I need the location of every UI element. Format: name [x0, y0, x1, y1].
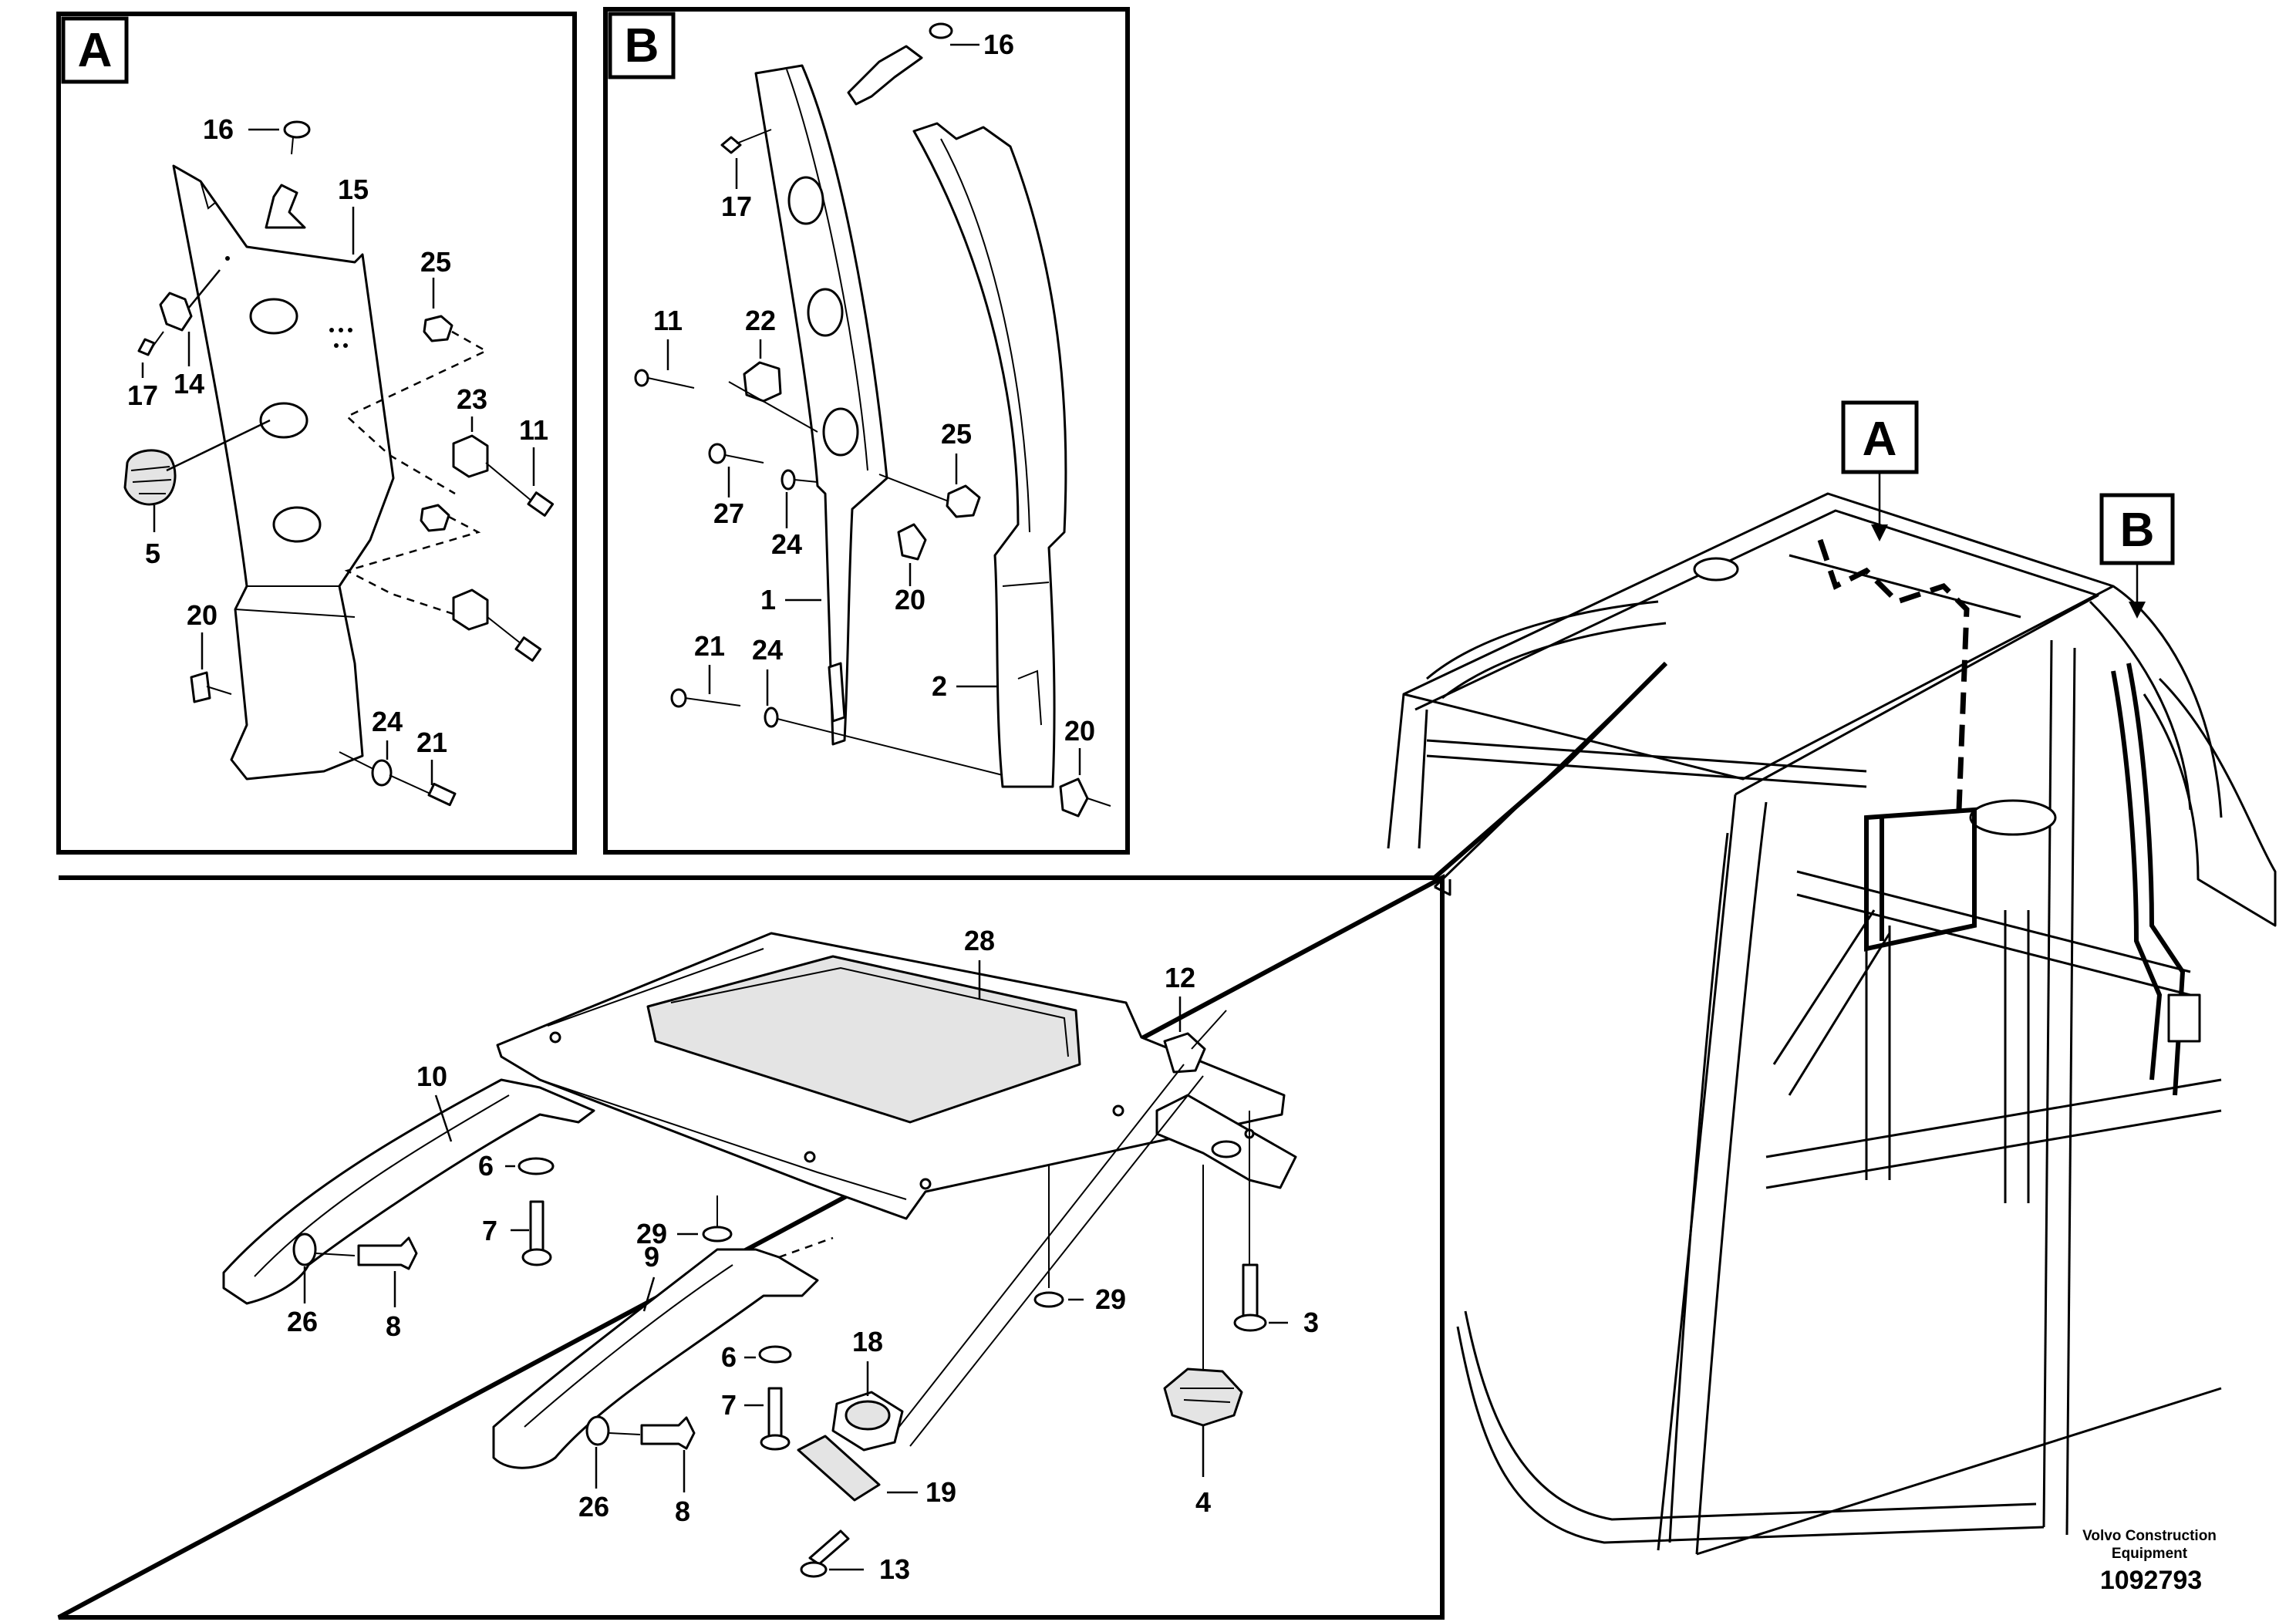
callout-b-24b: 24 — [752, 634, 783, 666]
overview-marker-a-label: A — [1863, 413, 1897, 466]
callout-b-24: 24 — [771, 528, 802, 560]
callout-b-27: 27 — [713, 497, 744, 529]
panel-a-label: A — [78, 24, 113, 77]
callout-a-17: 17 — [127, 379, 158, 411]
drawing-number: 1092793 — [2099, 1566, 2203, 1595]
callout-a-23: 23 — [457, 383, 487, 415]
callout-c-29b: 29 — [1095, 1283, 1126, 1315]
callout-c-28: 28 — [964, 925, 995, 956]
callout-a-15: 15 — [338, 174, 369, 205]
callout-c-12: 12 — [1165, 962, 1195, 993]
callout-c-26: 26 — [287, 1306, 318, 1337]
callout-c-9: 9 — [644, 1241, 659, 1273]
callout-a-25: 25 — [420, 246, 451, 278]
callout-b-17: 17 — [721, 191, 752, 222]
callout-b-20: 20 — [895, 584, 925, 615]
overview-marker-a: A — [1841, 400, 1919, 541]
panel-b-label: B — [625, 19, 659, 73]
callout-b-16: 16 — [983, 29, 1014, 60]
overview-marker-b: B — [2099, 493, 2175, 619]
callout-b-22: 22 — [745, 305, 776, 336]
callout-c-19: 19 — [925, 1476, 956, 1508]
callout-a-24: 24 — [372, 706, 403, 737]
overview-marker-b-label: B — [2120, 504, 2155, 557]
callout-a-16: 16 — [203, 113, 234, 145]
panel-b: B 16 17 2 11 22 — [603, 7, 1130, 855]
callout-b-2: 2 — [932, 670, 947, 702]
callout-c-4: 4 — [1195, 1486, 1211, 1518]
callout-a-5: 5 — [145, 538, 160, 569]
callout-a-14: 14 — [174, 368, 204, 400]
callout-c-18: 18 — [852, 1326, 883, 1357]
publisher-name: Volvo Construction Equipment — [2082, 1528, 2217, 1562]
callout-c-8: 8 — [386, 1310, 401, 1342]
callout-c-13: 13 — [879, 1553, 910, 1585]
callout-b-1: 1 — [760, 584, 776, 615]
callout-c-10: 10 — [416, 1061, 447, 1092]
callout-c-7b: 7 — [721, 1389, 737, 1421]
callout-c-7: 7 — [482, 1215, 497, 1246]
panel-a: A 16 15 17 14 25 23 — [56, 12, 577, 855]
callout-a-11: 11 — [519, 414, 548, 446]
callout-b-25: 25 — [941, 418, 972, 450]
callout-c-29: 29 — [636, 1218, 667, 1249]
callout-c-26b: 26 — [578, 1491, 609, 1523]
callout-c-6: 6 — [478, 1150, 494, 1182]
callout-b-21: 21 — [694, 630, 725, 662]
callout-a-20: 20 — [187, 599, 217, 631]
callout-a-21: 21 — [416, 727, 447, 758]
cab-frame-overview — [1387, 492, 2277, 1556]
callout-b-11: 11 — [653, 305, 683, 336]
callout-c-8b: 8 — [675, 1496, 690, 1527]
callout-c-6b: 6 — [721, 1341, 737, 1373]
callout-c-3: 3 — [1303, 1307, 1319, 1338]
callout-b-20b: 20 — [1064, 715, 1095, 747]
panel-c: 28 12 10 6 7 29 29 — [57, 661, 1668, 1620]
